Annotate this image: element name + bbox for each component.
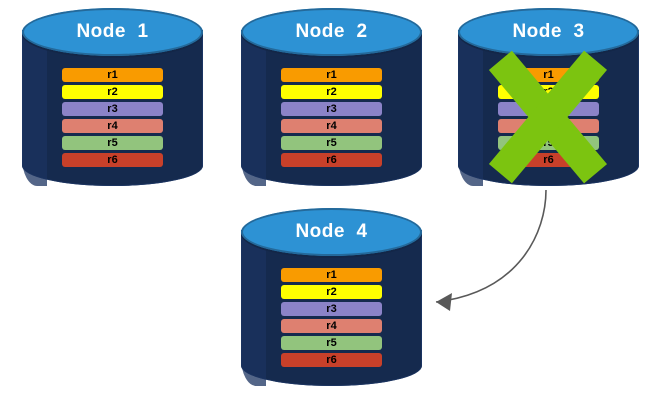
node-1-record-r3[interactable]: r3 [61,102,164,116]
node-1[interactable]: Node 1 r1 r2 r3 r4 r5 r6 [22,8,203,186]
node-3-records: r1 r2 r3 r4 r5 r6 [497,68,600,167]
node-3-record-r2[interactable]: r2 [497,85,600,99]
node-3-record-r4[interactable]: r4 [497,119,600,133]
node-1-record-r5[interactable]: r5 [61,136,164,150]
node-1-body-highlight [22,30,48,186]
node-3-record-r1[interactable]: r1 [497,68,600,82]
node-4-record-r2[interactable]: r2 [280,285,383,299]
node-4-top-disc [241,208,422,256]
node-2-record-r1[interactable]: r1 [280,68,383,82]
node-1-record-r4[interactable]: r4 [61,119,164,133]
node-1-label: Node 1 [76,21,149,42]
node-2-record-r3[interactable]: r3 [280,102,383,116]
node-2-label: Node 2 [295,21,368,42]
node-3[interactable]: Node 3 r1 r2 r3 r4 r5 r6 [458,8,639,186]
node-4-record-r5[interactable]: r5 [280,336,383,350]
node-2-record-r2[interactable]: r2 [280,85,383,99]
node-1-top-disc [22,8,203,56]
node-2-record-r5[interactable]: r5 [280,136,383,150]
node-2-records: r1 r2 r3 r4 r5 r6 [280,68,383,167]
node-2-body-highlight [241,30,267,186]
node-3-top-disc [458,8,639,56]
node-4-record-r3[interactable]: r3 [280,302,383,316]
node-4-record-r6[interactable]: r6 [280,353,383,367]
node-2-record-r4[interactable]: r4 [280,119,383,133]
node-2[interactable]: Node 2 r1 r2 r3 r4 r5 r6 [241,8,422,186]
node-4[interactable]: Node 4 r1 r2 r3 r4 r5 r6 [241,208,422,386]
node-4-record-r1[interactable]: r1 [280,268,383,282]
node-1-records: r1 r2 r3 r4 r5 r6 [61,68,164,167]
node-4-record-r4[interactable]: r4 [280,319,383,333]
node-3-record-r6[interactable]: r6 [497,153,600,167]
node-3-body-highlight [458,30,484,186]
node-3-label: Node 3 [512,21,585,42]
recovery-arrow-line [435,189,547,303]
node-4-body-highlight [241,230,267,386]
node-3-record-r3[interactable]: r3 [497,102,600,116]
node-1-record-r2[interactable]: r2 [61,85,164,99]
node-4-records: r1 r2 r3 r4 r5 r6 [280,268,383,367]
recovery-arrow-head [436,293,452,311]
node-1-record-r1[interactable]: r1 [61,68,164,82]
node-1-record-r6[interactable]: r6 [61,153,164,167]
node-2-top-disc [241,8,422,56]
node-4-label: Node 4 [295,221,368,242]
node-2-record-r6[interactable]: r6 [280,153,383,167]
node-3-record-r5[interactable]: r5 [497,136,600,150]
